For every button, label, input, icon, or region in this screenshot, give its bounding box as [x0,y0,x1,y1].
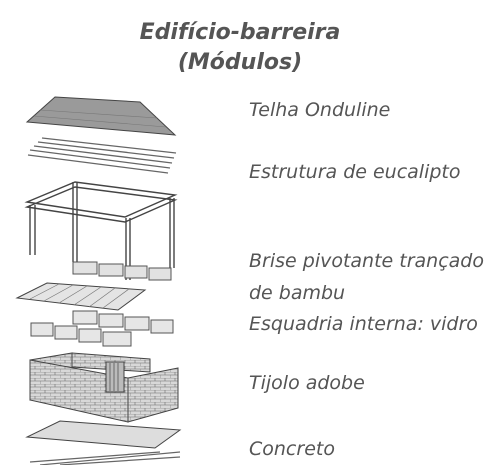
roof-tile-layer [25,96,177,136]
diagram-title: Edifício-barreira (Módulos) [100,18,380,78]
eucalyptus-battens-layer [27,137,177,174]
label-bamboo-brise-line-2: de bambu [249,282,346,304]
concrete-slab-layer [25,420,182,449]
adobe-brick-walls [29,352,179,423]
title-line-1: Edifício-barreira [139,20,341,45]
foundation-hatching [29,451,181,465]
label-concrete: Concreto [249,438,335,460]
title-line-2: (Módulos) [177,50,303,75]
label-glass-frame: Esquadria interna: vidro [249,313,478,335]
eucalyptus-frame-layer [24,181,178,280]
label-eucalyptus-structure: Estrutura de eucalipto [249,161,461,183]
label-onduline-tile: Telha Onduline [249,99,391,121]
label-bamboo-brise-line-1: Brise pivotante trançado [249,250,484,272]
label-adobe-brick: Tijolo adobe [249,372,365,394]
brise-back-panels [72,261,172,281]
glass-frames-layer [30,310,174,347]
bamboo-brise-layer [15,282,147,311]
